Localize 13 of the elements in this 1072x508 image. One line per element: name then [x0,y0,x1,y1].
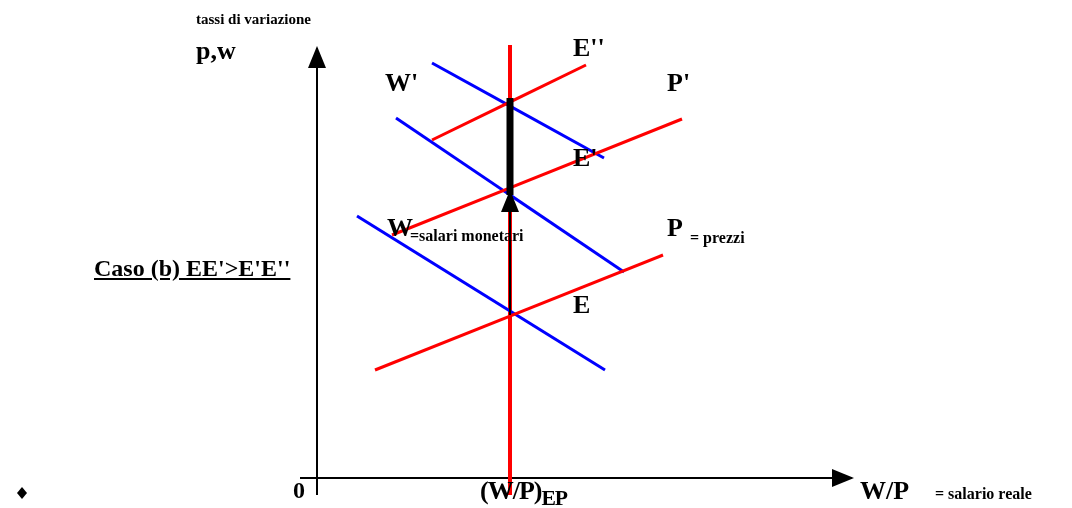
axis-title: tassi di variazione [196,12,311,27]
curve-label: W' [385,70,419,96]
axis-label: W/P [860,478,910,504]
curve-label: P' [667,70,691,96]
curve-label: P [667,215,683,241]
point-label: E [573,292,591,318]
axis-label: p,w [196,38,236,64]
curve-description: = prezzi [690,230,745,246]
tick-label: (W/P)$_{EP}$ [480,478,568,508]
origin-label: 0 [293,478,305,502]
case-title: Caso (b) EE'>E'E'' [94,256,291,280]
point-label: E'' [573,35,605,61]
axis-description: = salario reale [935,486,1032,502]
